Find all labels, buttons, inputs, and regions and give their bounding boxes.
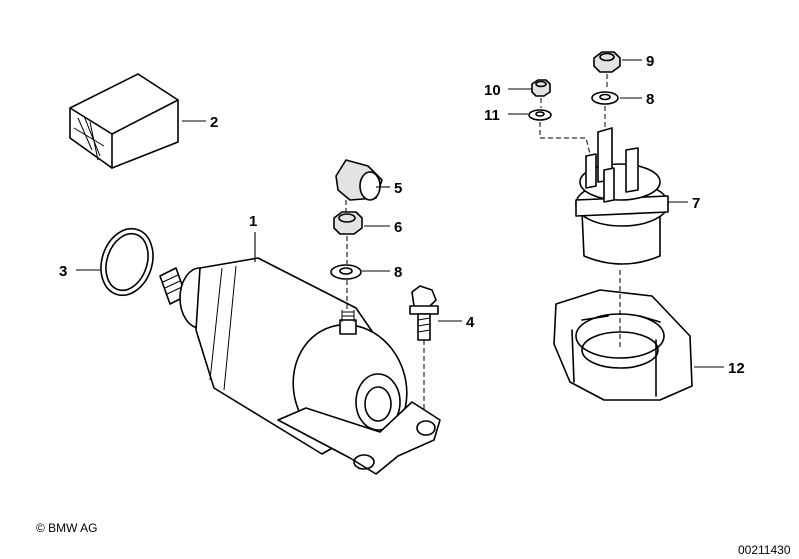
part-9-nut [593, 51, 621, 73]
callout-7: 7 [692, 195, 700, 212]
callout-1: 1 [249, 213, 257, 230]
part-6-nut [333, 211, 363, 235]
callout-11: 11 [484, 107, 500, 124]
callout-6: 6 [394, 219, 402, 236]
part-10-nut [531, 79, 551, 97]
part-7-solenoid [575, 127, 669, 265]
callout-12: 12 [728, 360, 745, 377]
callout-5: 5 [394, 180, 402, 197]
callout-10: 10 [484, 82, 501, 99]
part-8-washer-upper [591, 91, 619, 105]
callout-9: 9 [646, 53, 654, 70]
callout-labels: 2 3 1 5 6 8 4 7 9 8 10 11 12 [59, 53, 745, 377]
part-4-bolt [409, 285, 439, 341]
callout-2: 2 [210, 114, 218, 131]
copyright-text: © BMW AG [36, 521, 98, 535]
drawing-number: 00211430 [738, 543, 791, 557]
part-11-washer [528, 109, 552, 121]
leader-lines [76, 59, 724, 368]
part-1-starter-motor [159, 257, 441, 475]
part-8-washer-lower [330, 264, 362, 280]
part-2-package [69, 73, 179, 169]
callout-8-upper: 8 [646, 91, 654, 108]
part-12-holder [553, 289, 693, 401]
assembly-lines [345, 74, 621, 410]
callout-3: 3 [59, 263, 67, 280]
callout-8-lower: 8 [394, 264, 402, 281]
callout-4: 4 [466, 314, 475, 331]
part-5-terminal-cap [335, 159, 383, 201]
part-3-o-ring [100, 227, 154, 297]
